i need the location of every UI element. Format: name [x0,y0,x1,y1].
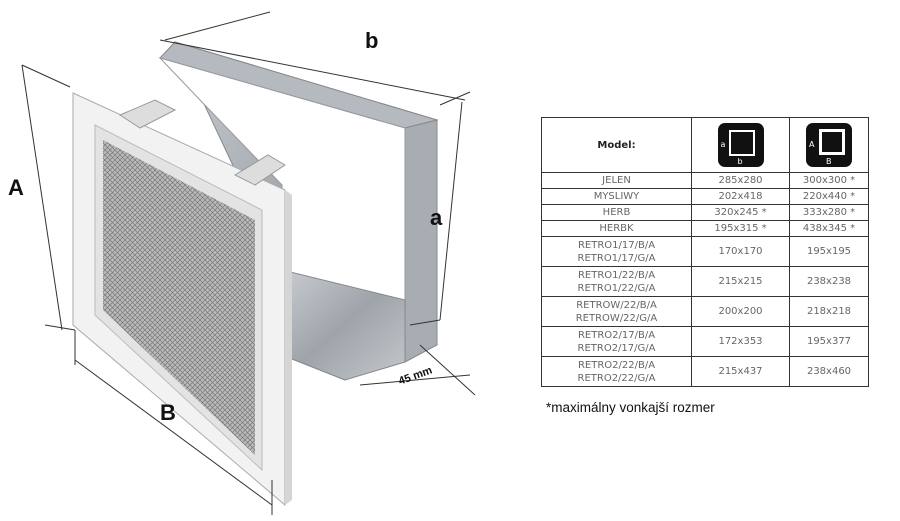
dimension-label-A: A [8,175,24,200]
outer-dimension-icon: A B [806,123,852,167]
dimension-label-b: b [365,28,379,53]
icon-label-b: b [737,157,743,166]
model-name: RETROW/22/G/A [575,312,658,324]
model-name: RETRO2/17/B/A [577,329,656,341]
dimension-lines [21,11,476,515]
model-name: MYSLIWY [593,191,640,202]
table-row: HERBK 195x315 *438x345 * [541,220,869,237]
model-name: RETRO1/22/G/A [577,282,656,294]
outer-size-cell: 238x460 [789,356,869,387]
model-name: RETRO1/17/G/A [577,252,656,264]
front-grille [72,92,292,507]
inner-size-cell: 170x170 [691,236,790,267]
dimension-label-a: a [430,205,443,230]
inner-size-cell: 195x315 * [691,220,790,237]
outer-size-header: A B [789,117,869,173]
inner-dimension-icon: a b [717,123,764,167]
inner-size-cell: 215x215 [691,266,790,297]
outer-size-cell: 218x218 [789,296,869,327]
inner-size-cell: 285x280 [691,172,790,189]
icon-label-B: B [826,157,832,166]
outer-size-cell: 300x300 * [789,172,869,189]
outer-size-cell: 195x377 [789,326,869,357]
table-row: HERB 320x245 *333x280 * [541,204,869,221]
model-name: HERBK [599,223,634,234]
model-name: RETRO2/22/G/A [577,372,656,384]
model-cell: HERBK [541,220,692,237]
dimension-label-B: B [160,400,176,425]
model-name: RETRO2/17/G/A [577,342,656,354]
icon-label-a: a [720,140,726,149]
inner-size-cell: 202x418 [691,188,790,205]
outer-size-cell: 220x440 * [789,188,869,205]
model-name: RETRO1/17/B/A [577,239,656,251]
model-name: RETROW/22/B/A [576,299,657,311]
model-name: RETRO1/22/B/A [577,269,656,281]
model-cell: HERB [541,204,692,221]
inner-size-cell: 320x245 * [691,204,790,221]
outer-size-cell: 195x195 [789,236,869,267]
model-cell: JELEN [541,172,692,189]
outer-size-cell: 238x238 [789,266,869,297]
model-header: Model: [541,117,692,173]
icon-label-A: A [809,140,815,149]
model-name: JELEN [602,175,631,186]
inner-size-cell: 200x200 [691,296,790,327]
model-cell: MYSLIWY [541,188,692,205]
model-name: RETRO2/22/B/A [577,359,656,371]
outer-size-cell: 438x345 * [789,220,869,237]
inner-size-cell: 172x353 [691,326,790,357]
model-name: HERB [602,207,631,218]
inner-size-header: a b [691,117,790,173]
outer-size-cell: 333x280 * [789,204,869,221]
inner-size-cell: 215x437 [691,356,790,387]
footnote: *maximálny vonkajší rozmer [546,400,715,415]
mounting-frame [158,41,439,381]
